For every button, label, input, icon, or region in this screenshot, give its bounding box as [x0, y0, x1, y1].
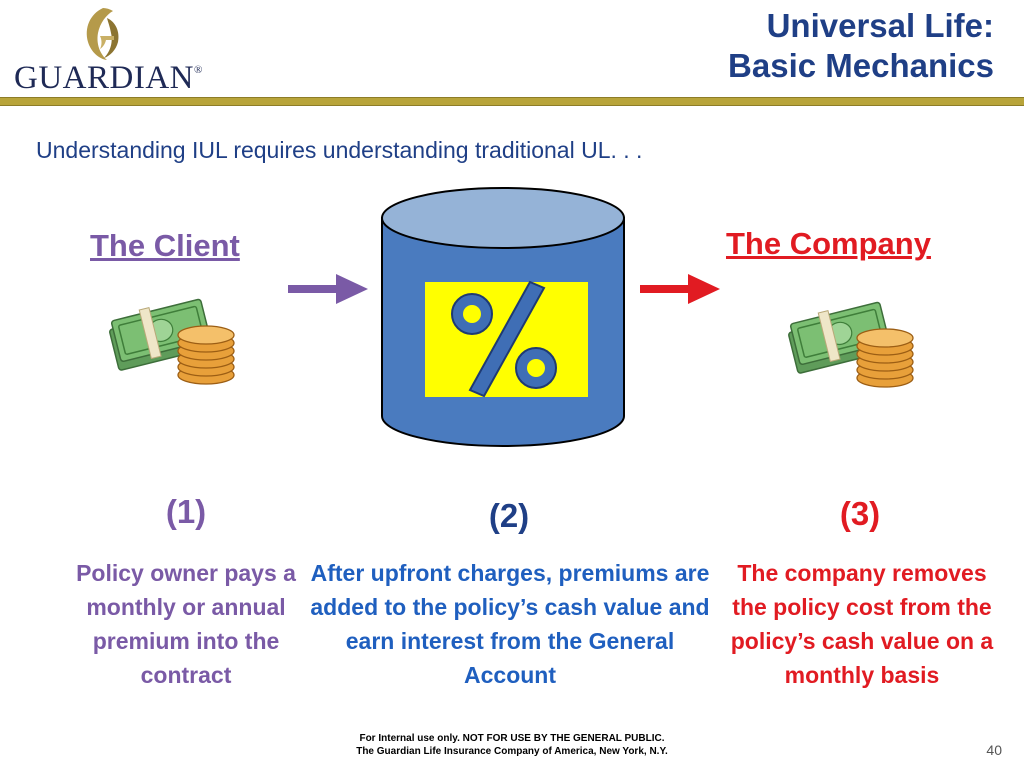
step-2-number: (2) — [488, 497, 530, 534]
step-1-description: Policy owner pays a monthly or annual pr… — [76, 560, 296, 688]
footer-disclaimer: For Internal use only. NOT FOR USE BY TH… — [262, 732, 762, 758]
cylinder-icon — [381, 187, 625, 447]
title-line-1: Universal Life: — [766, 7, 994, 44]
guardian-logo-text: GUARDIAN® — [14, 60, 203, 97]
title-line-2: Basic Mechanics — [728, 47, 994, 84]
footer-line-1: For Internal use only. NOT FOR USE BY TH… — [359, 733, 665, 744]
money-coins-icon — [109, 298, 235, 385]
arrow-right-icon — [640, 274, 720, 304]
money-coins-icon — [788, 301, 914, 388]
client-heading: The Client — [90, 228, 240, 263]
title-divider — [0, 97, 1024, 106]
step-3-number: (3) — [839, 495, 881, 532]
company-heading: The Company — [726, 226, 931, 261]
subtitle: Understanding IUL requires understanding… — [36, 137, 643, 163]
arrow-right-icon — [288, 274, 368, 304]
logo-registered-mark: ® — [194, 64, 203, 76]
step-1-number: (1) — [165, 493, 207, 530]
step-3-description: The company removes the policy cost from… — [730, 560, 994, 688]
percent-icon — [451, 280, 557, 398]
footer-line-2: The Guardian Life Insurance Company of A… — [356, 746, 668, 757]
page-number: 40 — [986, 742, 1002, 758]
slide-title: Universal Life: Basic Mechanics — [728, 6, 994, 86]
logo-name: GUARDIAN — [14, 60, 194, 96]
step-2-description: After upfront charges, premiums are adde… — [310, 560, 710, 688]
guardian-logo-icon — [86, 8, 119, 60]
